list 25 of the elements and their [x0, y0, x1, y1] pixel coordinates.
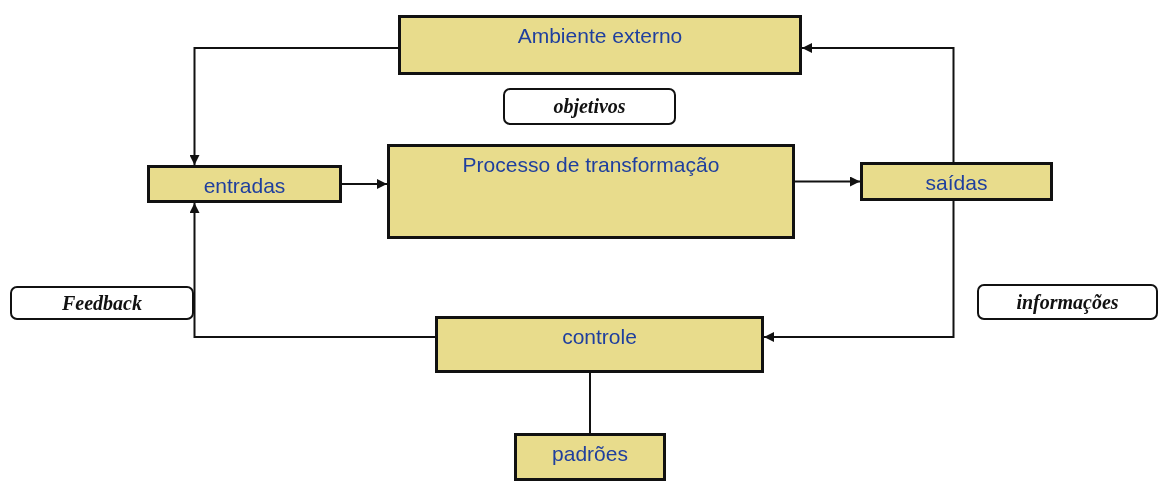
note-box: [977, 284, 1158, 320]
box-label: objetivos: [553, 95, 626, 118]
arrow: [763, 200, 955, 342]
arrow: [189, 47, 399, 166]
box-label: Processo de transformação: [462, 153, 720, 177]
connector-line: [589, 372, 591, 434]
box-label: Feedback: [62, 291, 142, 315]
note-box: [10, 286, 194, 320]
box-label: entradas: [203, 174, 286, 198]
box-label: saídas: [925, 171, 988, 195]
arrow: [341, 179, 388, 189]
box-label: padrões: [552, 442, 628, 466]
note-box: [503, 88, 676, 125]
box-label: informações: [1016, 290, 1119, 314]
box-label: controle: [562, 325, 637, 349]
box-label: Ambiente externo: [517, 24, 683, 48]
process-box: [398, 15, 802, 75]
process-box: [435, 316, 764, 373]
arrow: [801, 43, 955, 163]
arrow: [794, 176, 861, 187]
process-box: [147, 165, 342, 203]
process-box: [514, 433, 666, 481]
process-box: [860, 162, 1053, 201]
arrow: [189, 202, 436, 338]
process-box: [387, 144, 795, 239]
